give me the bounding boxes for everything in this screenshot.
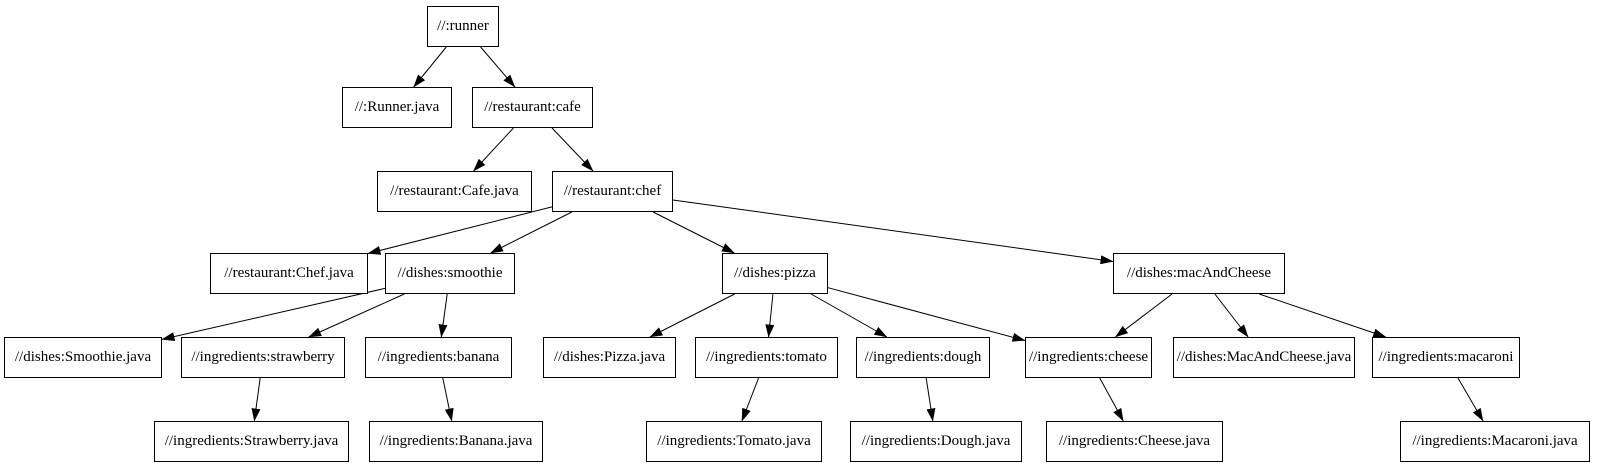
graph-node-tomato: //ingredients:tomato [695, 337, 838, 378]
graph-edge-smoothie-to-strawberry [308, 293, 405, 338]
graph-edge-pizza-to-pizza_java [649, 293, 735, 338]
graph-node-strawberry_java: //ingredients:Strawberry.java [154, 421, 349, 462]
graph-edge-macaroni-to-macaroni_java [1457, 377, 1484, 422]
graph-node-label: //dishes:Pizza.java [553, 349, 666, 365]
graph-node-label: //ingredients:banana [377, 349, 500, 365]
graph-node-macaroni: //ingredients:macaroni [1372, 337, 1520, 378]
graph-node-mac_java: //dishes:MacAndCheese.java [1173, 337, 1355, 378]
graph-node-cheese_java: //ingredients:Cheese.java [1046, 421, 1223, 462]
graph-edge-pizza-to-dough [810, 293, 888, 338]
graph-node-chef_java: //restaurant:Chef.java [210, 253, 368, 294]
graph-edge-smoothie-to-banana [438, 293, 448, 338]
graph-edge-strawberry-to-strawberry_java [251, 377, 261, 422]
graph-node-label: //ingredients:strawberry [191, 349, 335, 365]
graph-edge-pizza-to-tomato [765, 293, 775, 338]
graph-edge-mac-to-mac_java [1214, 293, 1249, 338]
graph-node-label: //dishes:macAndCheese [1126, 265, 1272, 281]
graph-node-label: //dishes:MacAndCheese.java [1176, 349, 1352, 365]
graph-node-strawberry: //ingredients:strawberry [181, 337, 345, 378]
graph-node-label: //ingredients:macaroni [1378, 349, 1514, 365]
graph-node-chef: //restaurant:chef [552, 171, 673, 212]
graph-edge-mac-to-cheese [1115, 293, 1173, 338]
graph-node-label: //ingredients:Cheese.java [1058, 433, 1211, 449]
graph-node-label: //ingredients:cheese [1028, 349, 1149, 365]
graph-edge-tomato-to-tomato_java [741, 377, 760, 422]
graph-node-label: //restaurant:chef [563, 183, 662, 199]
graph-edge-mac-to-macaroni [1259, 293, 1387, 338]
graph-node-label: //:runner [437, 18, 489, 34]
graph-node-label: //restaurant:Cafe.java [390, 183, 519, 199]
graph-node-macaroni_java: //ingredients:Macaroni.java [1400, 421, 1590, 462]
graph-node-dough_java: //ingredients:Dough.java [850, 421, 1022, 462]
graph-edge-cafe-to-chef [551, 127, 594, 172]
graph-node-label: //ingredients:Strawberry.java [164, 433, 339, 449]
graph-edge-smoothie-to-smoothie_java [161, 287, 386, 342]
graph-node-label: //ingredients:Banana.java [379, 433, 533, 449]
graph-node-runner: //:runner [427, 6, 499, 47]
graph-edge-pizza-to-cheese [827, 287, 1026, 342]
graph-node-label: //dishes:Smoothie.java [14, 349, 152, 365]
graph-node-banana: //ingredients:banana [365, 337, 512, 378]
graph-node-tomato_java: //ingredients:Tomato.java [646, 421, 822, 462]
graph-node-label: //restaurant:cafe [484, 99, 581, 115]
graph-node-label: //ingredients:dough [864, 349, 982, 365]
graph-node-label: //ingredients:Macaroni.java [1412, 433, 1578, 449]
graph-edge-chef-to-chef_java [367, 206, 553, 255]
graph-edge-chef-to-mac [672, 199, 1114, 265]
graph-edge-chef-to-pizza [652, 211, 735, 254]
graph-node-label: //ingredients:tomato [706, 349, 827, 365]
graph-edge-banana-to-banana_java [442, 377, 454, 422]
graph-node-banana_java: //ingredients:Banana.java [369, 421, 543, 462]
graph-node-label: //ingredients:Dough.java [861, 433, 1011, 449]
graph-node-dough: //ingredients:dough [856, 337, 990, 378]
graph-node-label: //dishes:pizza [734, 265, 816, 281]
graph-edge-chef-to-smoothie [490, 211, 573, 254]
graph-edge-dough-to-dough_java [925, 377, 936, 422]
graph-node-runner_java: //:Runner.java [342, 87, 452, 128]
graph-node-cheese: //ingredients:cheese [1025, 337, 1152, 378]
graph-node-cafe_java: //restaurant:Cafe.java [377, 171, 532, 212]
graph-node-cafe: //restaurant:cafe [472, 87, 593, 128]
graph-node-pizza: //dishes:pizza [722, 253, 828, 294]
graph-edge-cafe-to-cafe_java [473, 127, 514, 172]
graph-node-smoothie: //dishes:smoothie [385, 253, 515, 294]
graph-node-label: //ingredients:Tomato.java [657, 433, 811, 449]
graph-edge-runner-to-runner_java [413, 46, 447, 88]
graph-node-pizza_java: //dishes:Pizza.java [543, 337, 676, 378]
graph-node-mac: //dishes:macAndCheese [1113, 253, 1285, 294]
graph-node-label: //dishes:smoothie [397, 265, 503, 281]
graph-edge-runner-to-cafe [480, 46, 516, 88]
graph-node-label: //restaurant:Chef.java [224, 265, 354, 281]
graph-node-smoothie_java: //dishes:Smoothie.java [4, 337, 162, 378]
graph-node-label: //:Runner.java [354, 99, 440, 115]
graph-edge-cheese-to-cheese_java [1099, 377, 1124, 422]
